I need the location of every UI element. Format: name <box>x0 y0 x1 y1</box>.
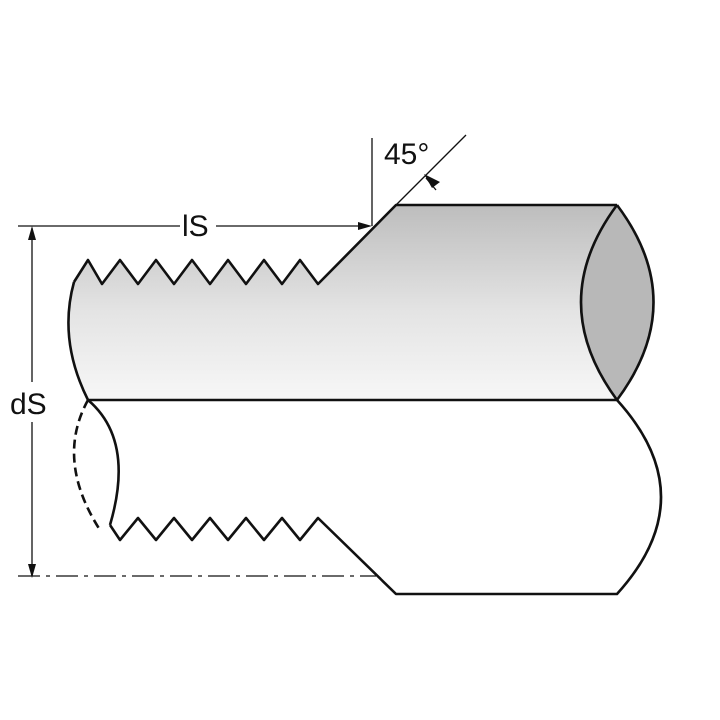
angle-extension-diagonal <box>395 134 467 206</box>
upper-half-shading <box>68 205 617 400</box>
angle-label: 45° <box>384 138 429 171</box>
lower-half-outline <box>108 399 663 596</box>
ds-arrow-bottom <box>28 564 36 578</box>
left-end-lower <box>87 399 120 526</box>
left-end-upper <box>67 281 90 401</box>
ls-label: lS <box>182 210 209 243</box>
hidden-edge <box>72 399 102 531</box>
ds-label-bg <box>8 382 52 422</box>
angle-arrow <box>424 174 440 188</box>
end-face <box>581 205 654 400</box>
ds-label: dS <box>10 388 47 421</box>
ls-arrow-right <box>358 222 372 230</box>
ds-arrow-top <box>28 226 36 240</box>
upper-thread-profile <box>72 203 617 286</box>
